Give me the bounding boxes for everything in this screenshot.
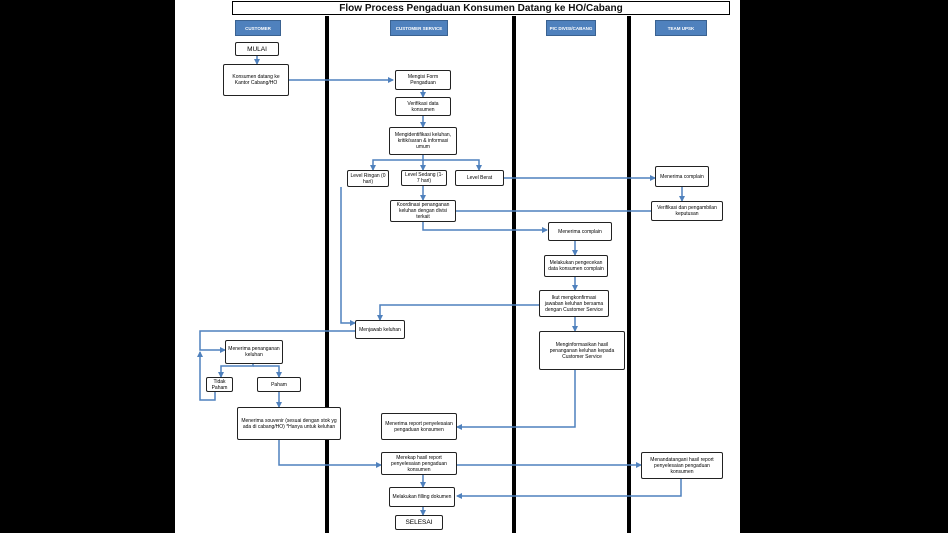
step-verifikasi-pengambilan: Verifikasi dan pengambilan keputusan (651, 201, 723, 221)
step-tidak-paham: Tidak Paham (206, 377, 233, 392)
lane-header-customer: CUSTOMER (235, 20, 281, 36)
end-node: SELESAI (395, 515, 443, 530)
step-level-berat: Level Berat (455, 170, 504, 186)
flow-arrows (197, 56, 685, 516)
step-menerima-report: Menerima report penyelesaian pengaduan k… (381, 413, 457, 440)
step-ikut-mengkonfirmasi: Ikut mengkonfirmasi jawaban keluhan bers… (539, 290, 609, 317)
step-level-ringan: Level Ringan (0 hari) (347, 170, 389, 187)
step-melakukan-pengecekan: Melakukan pengecekan data konsumen compl… (544, 255, 608, 277)
lane-header-pic: PIC DIVISI/CABANG (546, 20, 596, 36)
step-menerima-complain-pic: Menerima complain (548, 222, 612, 241)
step-koordinasi: Koordinasi penanganan keluhan dengan div… (390, 200, 456, 222)
lane-divider-3 (627, 16, 631, 533)
flowchart-slide: Flow Process Pengaduan Konsumen Datang k… (175, 0, 740, 533)
lane-header-team-upsk: TEAM UPSK (655, 20, 707, 36)
step-menginformasikan: Menginformasikan hasil penanganan keluha… (539, 331, 625, 370)
lane-header-customer-service: CUSTOMER SERVICE (390, 20, 448, 36)
lane-divider-2 (512, 16, 516, 533)
step-konsumen-datang: Konsumen datang ke Kantor Cabang/HO (223, 64, 289, 96)
step-mengidentifikasi: Mengidentifikasi keluhan, kritik/saran &… (389, 127, 457, 155)
start-node: MULAI (235, 42, 279, 56)
step-paham: Paham (257, 377, 301, 392)
step-mengisi-form: Mengisi Form Pengaduan (395, 70, 451, 90)
step-menerima-complain-upsk: Menerima complain (655, 166, 709, 187)
step-merekap: Merekap hasil report penyelesaian pengad… (381, 452, 457, 475)
step-level-sedang: Level Sedang (1-7 hari) (401, 170, 447, 186)
step-menerima-penanganan: Menerima penanganan keluhan (225, 340, 283, 364)
step-menandatangani: Menandatangani hasil report penyelesaian… (641, 452, 723, 479)
step-verifikasi-data: Verifikasi data konsumen (395, 97, 451, 116)
step-menerima-souvenir: Menerima souvenir (sesuai dengan stok yg… (237, 407, 341, 440)
step-melakukan-filling: Melakukan filling dokumen (389, 487, 455, 507)
step-menjawab-keluhan: Menjawab keluhan (355, 320, 405, 339)
lane-divider-1 (325, 16, 329, 533)
diagram-title: Flow Process Pengaduan Konsumen Datang k… (232, 1, 730, 15)
